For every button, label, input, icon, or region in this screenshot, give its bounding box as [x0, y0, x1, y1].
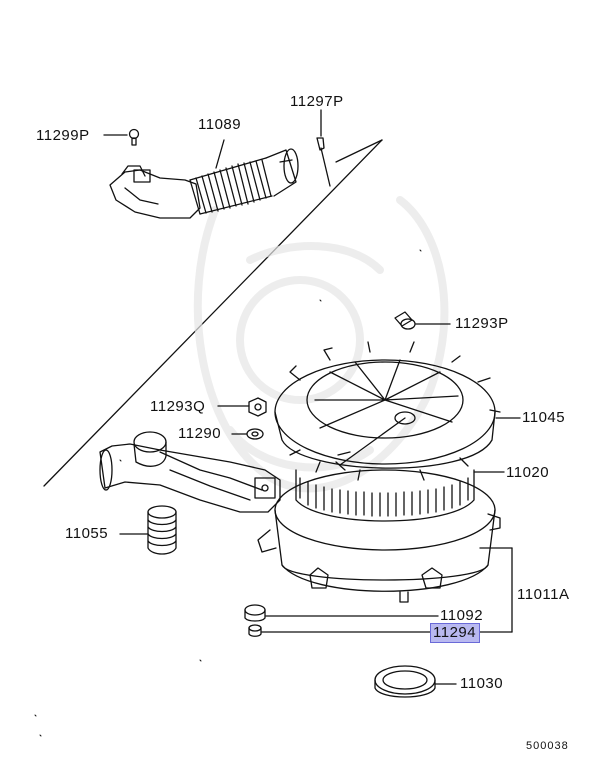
callout-11293Q[interactable]: 11293Q — [150, 398, 206, 415]
bolt-11299P — [103, 128, 140, 146]
diagram-id: 500038 — [526, 740, 569, 752]
air-cleaner-case-11011A — [257, 469, 513, 633]
snorkel-tube-11055 — [119, 505, 177, 555]
callout-11294-highlighted[interactable]: 11294 — [430, 623, 481, 643]
callout-11299P[interactable]: 11299P — [36, 127, 90, 144]
callout-11045[interactable]: 11045 — [522, 409, 566, 426]
callout-11089[interactable]: 11089 — [198, 116, 242, 133]
callout-11297P[interactable]: 11297P — [290, 93, 344, 110]
callout-11030[interactable]: 11030 — [460, 675, 504, 692]
callout-11055[interactable]: 11055 — [65, 525, 109, 542]
gasket-11030 — [374, 665, 457, 698]
callout-11290[interactable]: 11290 — [178, 425, 222, 442]
grommet-11092 — [244, 604, 439, 622]
plug-11294 — [248, 624, 431, 637]
watermark-emblem — [193, 196, 449, 493]
callout-11092[interactable]: 11092 — [440, 607, 484, 624]
nut-11293Q — [217, 397, 267, 417]
filter-element-11020 — [295, 469, 505, 522]
inlet-duct — [99, 431, 281, 513]
clip-11297P — [316, 109, 331, 187]
wing-nut-11293P — [394, 311, 451, 330]
section-divider-line — [43, 139, 383, 487]
callout-11020[interactable]: 11020 — [506, 464, 550, 481]
callout-11293P[interactable]: 11293P — [455, 315, 509, 332]
scan-specks — [34, 249, 422, 737]
air-cleaner-cap-11045 — [274, 341, 521, 481]
washer-11290 — [231, 428, 264, 440]
intake-hose-11089 — [109, 139, 299, 219]
callout-11011A[interactable]: 11011A — [517, 586, 570, 603]
